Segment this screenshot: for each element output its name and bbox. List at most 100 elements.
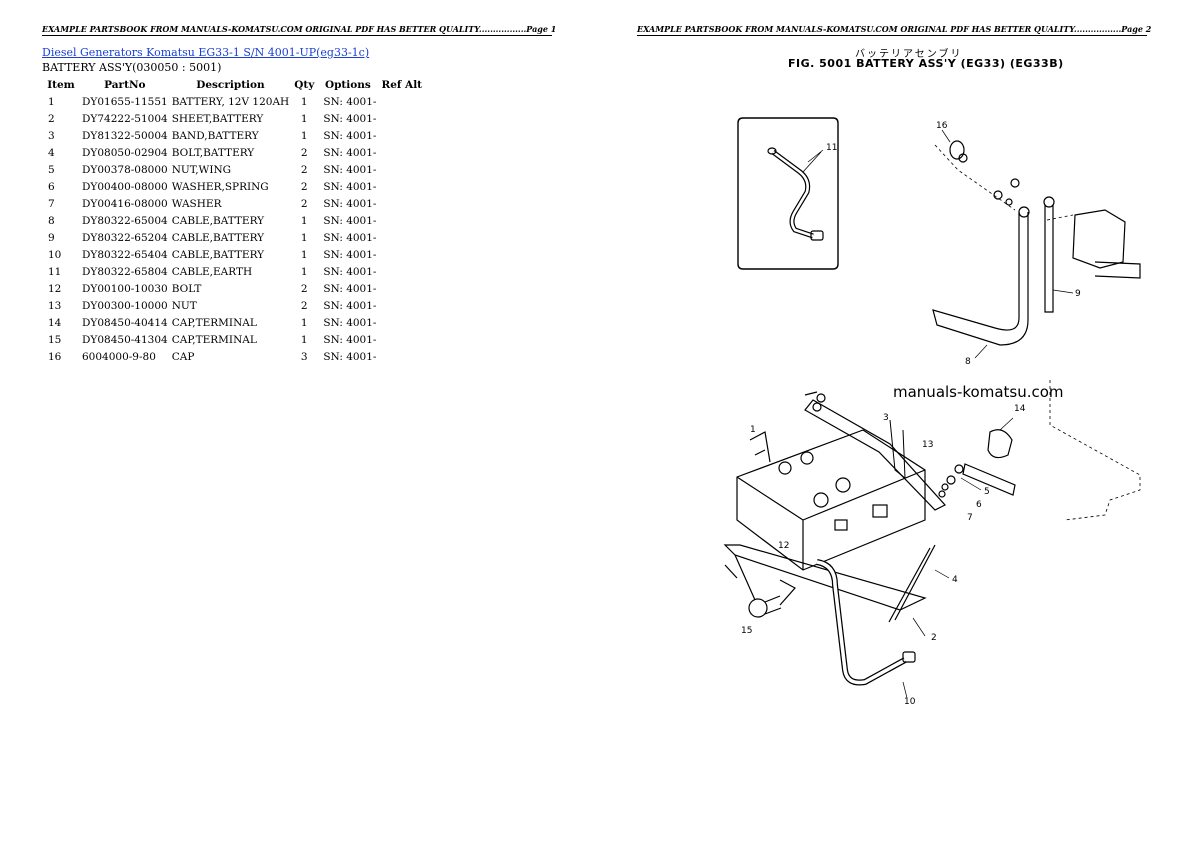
- cell-options: SN: 4001-: [323, 282, 377, 295]
- cell-item: 12: [48, 282, 62, 295]
- cell-partno: DY00378-08000: [82, 163, 168, 176]
- cell-description: CAP,TERMINAL: [171, 316, 257, 329]
- upper-cables: [932, 140, 1141, 346]
- page-2: EXAMPLE PARTSBOOK FROM MANUALS-KOMATSU.C…: [595, 0, 1190, 842]
- battery-body: [723, 429, 927, 611]
- cell-ref-alt: [378, 331, 425, 348]
- lower-cable: [816, 559, 916, 686]
- callout-1: 1: [750, 425, 756, 435]
- watermark-text: manuals-komatsu.com: [893, 383, 1064, 401]
- cell-item: 1: [48, 95, 55, 108]
- cell-partno: DY08450-40414: [82, 316, 168, 329]
- cell-qty: 2: [300, 299, 308, 312]
- callout-4: 4: [952, 575, 958, 585]
- cell-options: SN: 4001-: [323, 265, 377, 278]
- cell-options: SN: 4001-: [323, 299, 377, 312]
- cell-qty: 2: [300, 197, 308, 210]
- cell-description: WASHER: [171, 197, 222, 210]
- cell-options: SN: 4001-: [323, 350, 377, 363]
- cell-item: 6: [48, 180, 55, 193]
- cell-partno: DY08450-41304: [82, 333, 168, 346]
- cell-description: BOLT,BATTERY: [171, 146, 255, 159]
- cell-item: 7: [48, 197, 55, 210]
- cell-description: BATTERY, 12V 120AH: [171, 95, 290, 108]
- cell-ref-alt: [378, 127, 425, 144]
- cell-ref-alt: [378, 212, 425, 229]
- callout-7: 7: [967, 513, 973, 523]
- cell-description: CABLE,EARTH: [171, 265, 253, 278]
- cell-partno: DY80322-65404: [82, 248, 168, 261]
- column-header-item: Item: [47, 79, 75, 91]
- cell-partno: DY80322-65004: [82, 214, 168, 227]
- cell-partno: DY01655-11551: [82, 95, 168, 108]
- cell-qty: 1: [300, 333, 308, 346]
- callout-8: 8: [965, 357, 971, 367]
- page-1: EXAMPLE PARTSBOOK FROM MANUALS-KOMATSU.C…: [42, 24, 556, 365]
- cell-partno: DY08050-02904: [82, 146, 168, 159]
- callout-9: 9: [1075, 289, 1081, 299]
- document-title-link[interactable]: Diesel Generators Komatsu EG33-1 S/N 400…: [42, 46, 370, 59]
- cell-options: SN: 4001-: [323, 112, 377, 125]
- cell-options: SN: 4001-: [323, 146, 377, 159]
- callout-12: 12: [778, 541, 789, 551]
- figure-japanese-title: バッテリアセンブリ: [855, 49, 963, 60]
- cell-options: SN: 4001-: [323, 231, 377, 244]
- cell-item: 13: [48, 299, 62, 312]
- cell-qty: 1: [300, 265, 308, 278]
- cell-item: 11: [48, 265, 62, 278]
- cell-qty: 2: [300, 180, 308, 193]
- cell-qty: 1: [300, 248, 308, 261]
- cell-description: CAP,TERMINAL: [171, 333, 257, 346]
- cell-description: NUT,WING: [171, 163, 232, 176]
- column-header-partno: PartNo: [104, 79, 146, 91]
- cell-description: CAP: [171, 350, 195, 363]
- cell-ref-alt: [378, 263, 425, 280]
- frame-outline: [1049, 380, 1141, 521]
- figure-title: FIG. 5001 BATTERY ASS'Y (EG33) (EG33B): [788, 57, 1064, 70]
- cell-ref-alt: [378, 314, 425, 331]
- cell-ref-alt: [378, 246, 425, 263]
- column-header-options: Options: [324, 79, 371, 91]
- cell-ref-alt: [378, 297, 425, 314]
- column-header-description: Description: [196, 79, 265, 91]
- cell-item: 5: [48, 163, 55, 176]
- cell-options: SN: 4001-: [323, 180, 377, 193]
- inset-earth-cable: [737, 117, 839, 270]
- cell-options: SN: 4001-: [323, 197, 377, 210]
- parts-table: Item PartNo Description Qty Options Ref …: [42, 77, 425, 365]
- cell-qty: 2: [300, 163, 308, 176]
- callout-14: 14: [1014, 404, 1026, 414]
- assembly-subtitle: BATTERY ASS'Y(030050 : 5001): [42, 61, 222, 74]
- callout-3: 3: [883, 413, 889, 423]
- callout-10: 10: [904, 697, 916, 707]
- cell-options: SN: 4001-: [323, 316, 377, 329]
- battery-assembly-drawing: 11 16 9 8 3 13 14 5 6 7 1 4 12 2 15 10: [723, 117, 1141, 707]
- cell-description: SHEET,BATTERY: [171, 112, 264, 125]
- cell-ref-alt: [378, 348, 425, 365]
- battery-band: [804, 391, 946, 623]
- cell-description: CABLE,BATTERY: [171, 248, 265, 261]
- cell-qty: 1: [300, 214, 308, 227]
- cell-qty: 2: [300, 146, 308, 159]
- cell-ref-alt: [378, 280, 425, 297]
- cell-item: 9: [48, 231, 55, 244]
- cell-item: 2: [48, 112, 55, 125]
- cell-qty: 1: [300, 129, 308, 142]
- cell-options: SN: 4001-: [323, 95, 377, 108]
- callout-5: 5: [984, 487, 990, 497]
- terminal-caps: [748, 429, 1016, 618]
- cell-ref-alt: [378, 161, 425, 178]
- cell-options: SN: 4001-: [323, 333, 377, 346]
